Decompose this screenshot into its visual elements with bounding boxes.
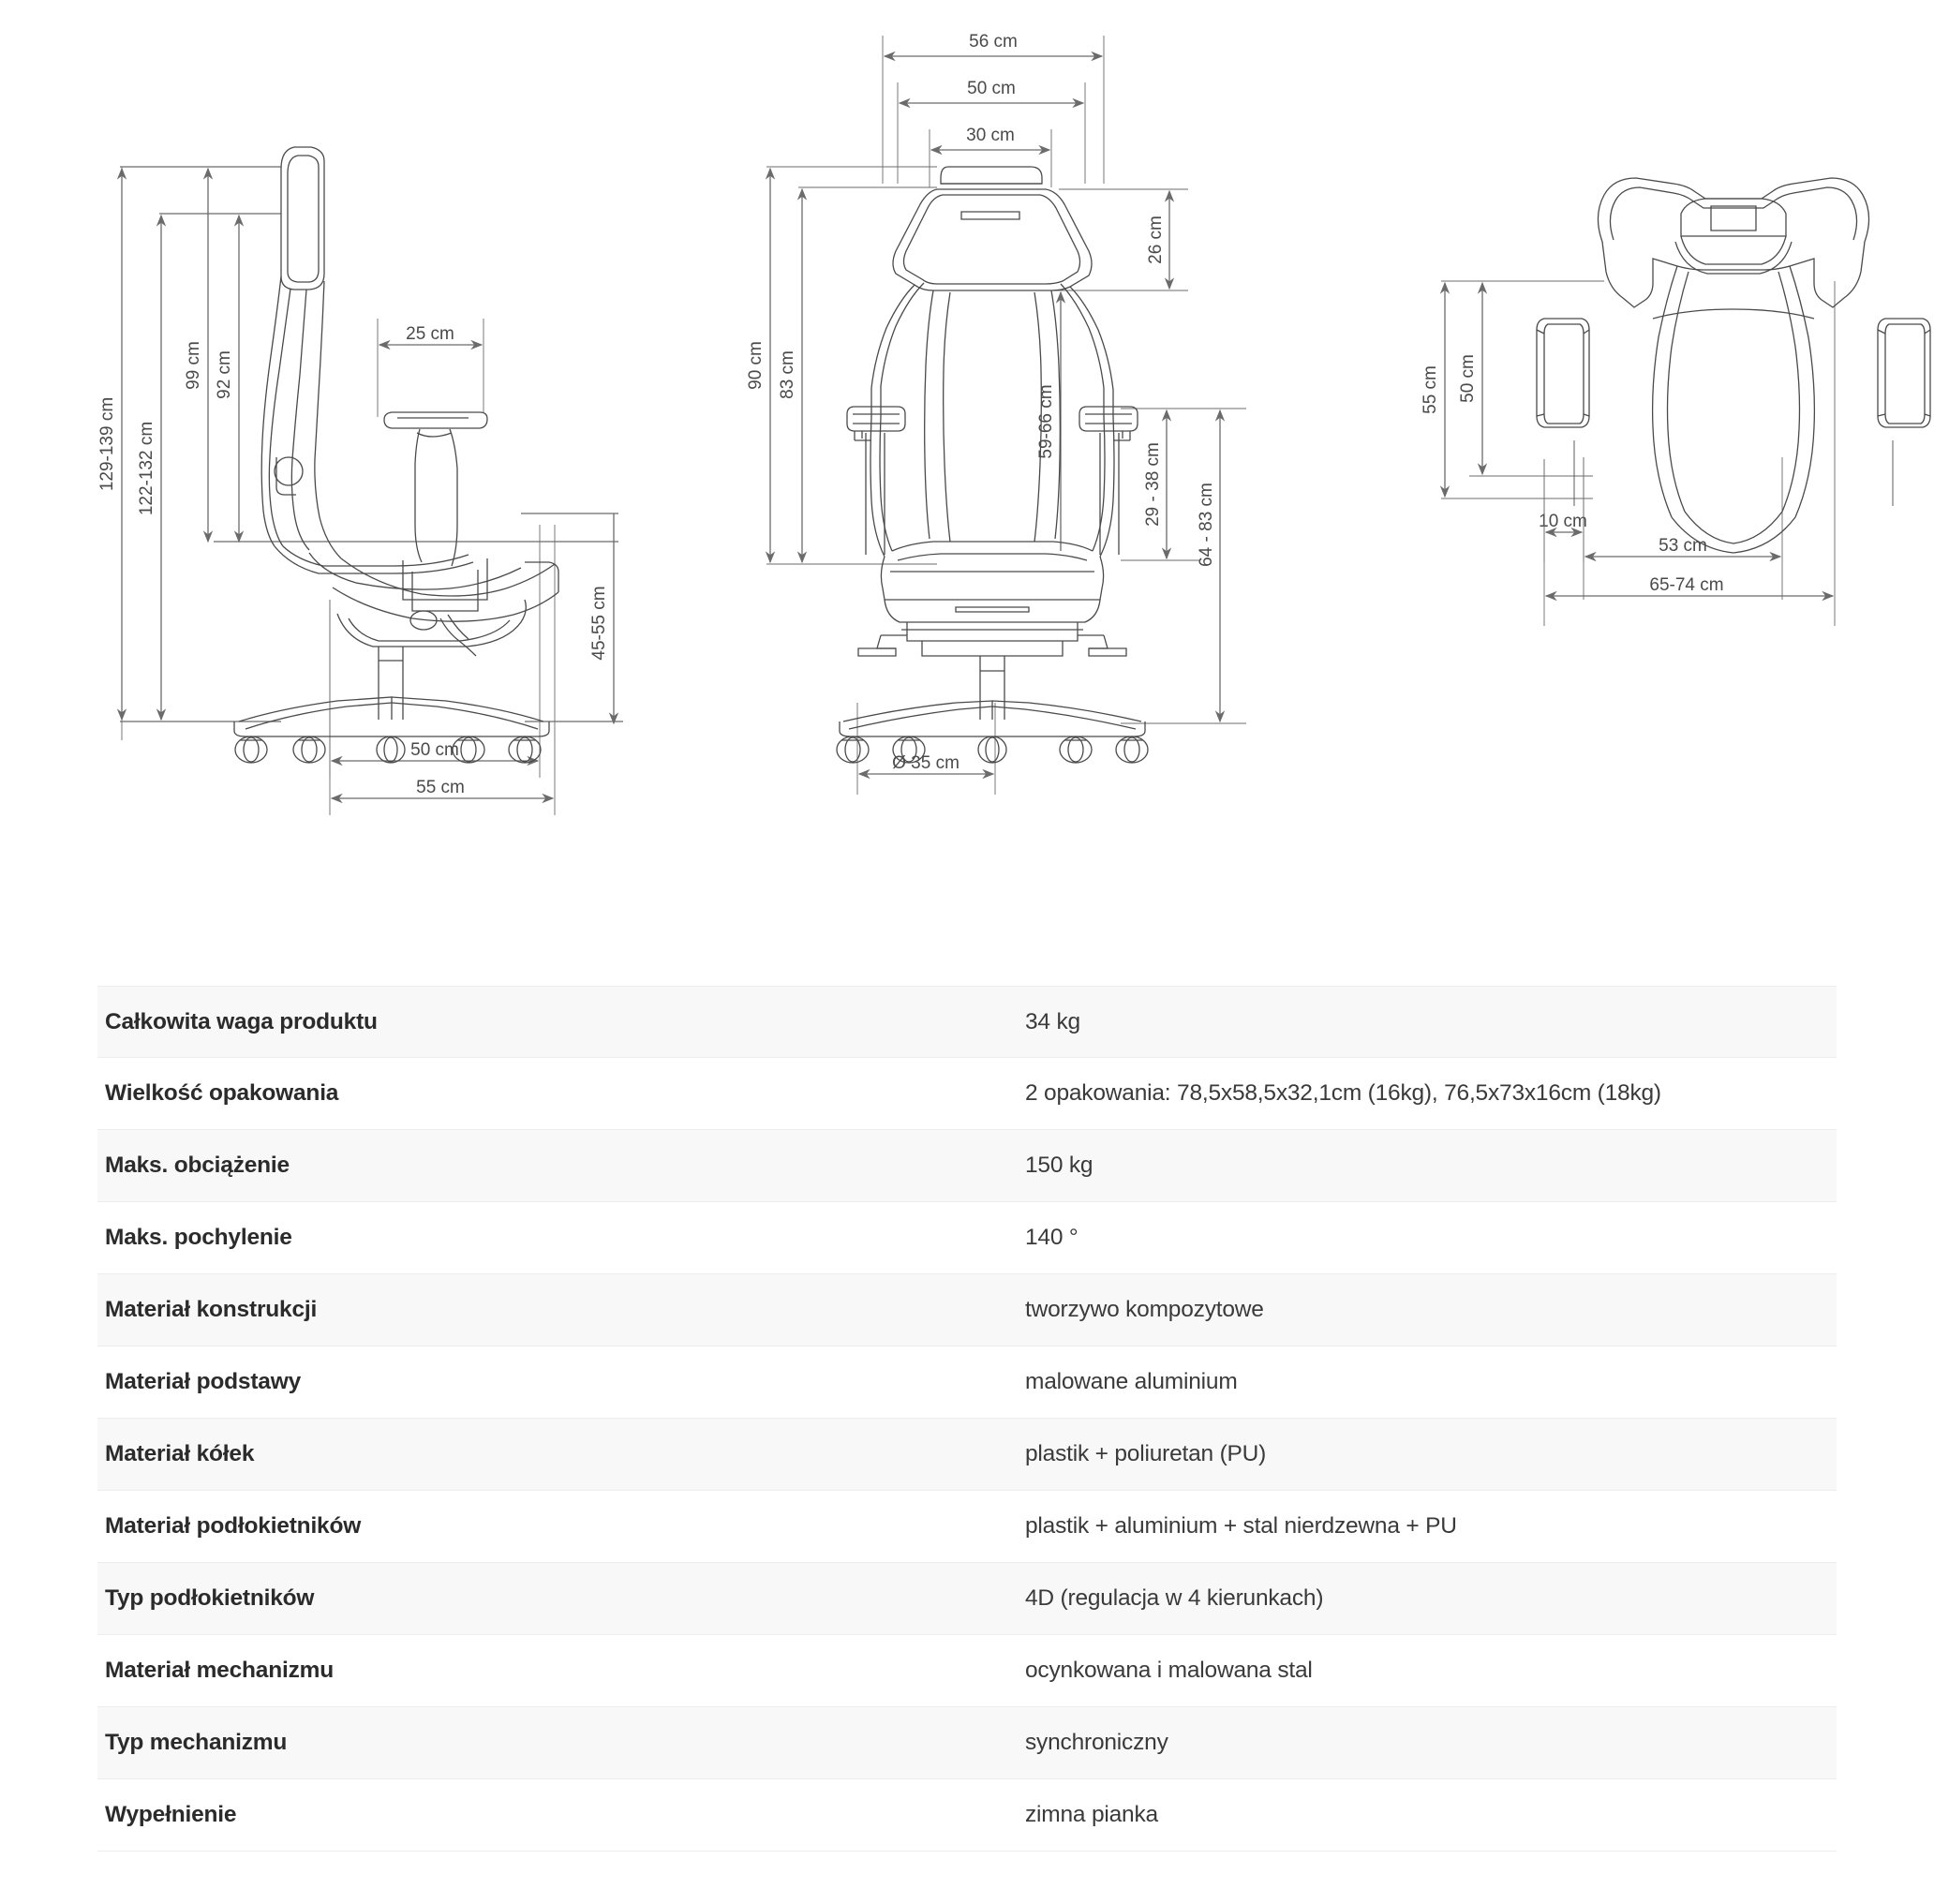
spec-label: Wypełnienie <box>105 1802 237 1827</box>
spec-value: 140 ° <box>1025 1225 1079 1250</box>
spec-row: Materiał mechanizmu ocynkowana i malowana… <box>97 1635 1837 1707</box>
spec-label: Maks. obciążenie <box>105 1153 290 1178</box>
spec-value: zimna pianka <box>1025 1802 1158 1827</box>
dim-label-65-74: 65-74 cm <box>1649 575 1723 595</box>
dim-front-64-83 <box>1121 409 1246 724</box>
dim-label-top-50: 50 cm <box>1458 354 1478 403</box>
chair-top-view <box>1536 177 1931 554</box>
dim-label-122-132: 122-132 cm <box>137 422 156 515</box>
dim-label-64-83: 64 - 83 cm <box>1197 483 1216 567</box>
spec-label: Typ podłokietników <box>105 1585 315 1611</box>
dim-front-26 <box>1049 188 1188 291</box>
armrest-left-top <box>1536 318 1590 428</box>
spec-label: Materiał podstawy <box>105 1369 301 1394</box>
spec-row: Materiał konstrukcji tworzywo kompozytowe <box>97 1274 1837 1346</box>
spec-label: Maks. pochylenie <box>105 1225 292 1250</box>
dim-label-side-50: 50 cm <box>410 740 459 760</box>
spec-value: 34 kg <box>1025 1008 1080 1034</box>
armrest-right-top <box>1877 318 1931 428</box>
spec-value: synchroniczny <box>1025 1730 1168 1755</box>
side-view-extension-lines <box>120 166 618 722</box>
spec-value: ocynkowana i malowana stal <box>1025 1658 1313 1683</box>
spec-row: Wielkość opakowania 2 opakowania: 78,5x58… <box>97 1058 1837 1130</box>
dim-side-45-55 <box>525 513 623 725</box>
dim-label-25: 25 cm <box>406 324 454 344</box>
spec-row: Maks. pochylenie 140 ° <box>97 1202 1837 1274</box>
spec-label: Materiał podłokietników <box>105 1513 362 1539</box>
armrest-left-front <box>846 406 906 555</box>
spec-value: malowane aluminium <box>1025 1369 1238 1394</box>
spec-row: Materiał kółek plastik + poliuretan (PU) <box>97 1419 1837 1491</box>
dim-side-55 <box>329 525 556 815</box>
spec-label: Typ mechanizmu <box>105 1730 288 1755</box>
dim-top-10 <box>1543 457 1584 562</box>
dim-label-92: 92 cm <box>215 350 234 399</box>
spec-label: Całkowita waga produktu <box>105 1008 378 1034</box>
specification-table: Całkowita waga produktu 34 kg Wielkość opa… <box>97 986 1837 1852</box>
spec-row: Całkowita waga produktu 34 kg <box>97 986 1837 1058</box>
dim-side-25 <box>377 319 484 417</box>
dim-top-65-74 <box>1543 281 1836 626</box>
technical-drawings: 129-139 cm 122-132 cm 99 cm 92 cm 25 cm <box>0 0 1934 881</box>
dim-label-53: 53 cm <box>1659 536 1707 556</box>
dim-label-top-55: 55 cm <box>1421 365 1440 414</box>
spec-row: Wypełnienie zimna pianka <box>97 1779 1837 1852</box>
armrest-right-front <box>1079 406 1138 555</box>
dim-front-diameter <box>856 703 996 795</box>
dim-label-29-38: 29 - 38 cm <box>1143 442 1163 527</box>
dim-label-front-50: 50 cm <box>967 79 1016 98</box>
dim-label-99: 99 cm <box>184 341 203 390</box>
spec-row: Typ podłokietników 4D (regulacja w 4 kier… <box>97 1563 1837 1635</box>
spec-row: Typ mechanizmu synchroniczny <box>97 1707 1837 1779</box>
spec-value: plastik + aluminium + stal nierdzewna + … <box>1025 1513 1457 1539</box>
dim-label-90: 90 cm <box>746 341 766 390</box>
spec-label: Materiał konstrukcji <box>105 1297 318 1322</box>
dim-front-29-38 <box>1121 408 1246 561</box>
spec-value: 150 kg <box>1025 1153 1093 1178</box>
dim-label-26: 26 cm <box>1146 216 1166 264</box>
chair-front-view <box>836 166 1149 764</box>
dim-label-45-55: 45-55 cm <box>589 586 609 660</box>
dim-top-53 <box>1583 457 1783 600</box>
dim-label-129-139: 129-139 cm <box>97 397 117 491</box>
chair-side-view <box>233 146 559 764</box>
dim-label-side-55: 55 cm <box>416 778 465 797</box>
spec-value: 4D (regulacja w 4 kierunkach) <box>1025 1585 1324 1611</box>
casters-front <box>836 736 1149 764</box>
spec-label: Wielkość opakowania <box>105 1080 339 1106</box>
dim-front-56 <box>882 36 1105 184</box>
spec-label: Materiał kółek <box>105 1441 255 1466</box>
spec-row: Maks. obciążenie 150 kg <box>97 1130 1837 1202</box>
dim-label-59-66: 59-66 cm <box>1036 384 1056 458</box>
spec-label: Materiał mechanizmu <box>105 1658 334 1683</box>
dim-label-diameter: Ø 35 cm <box>892 753 960 773</box>
dim-label-30: 30 cm <box>966 126 1015 145</box>
spec-row: Materiał podłokietników plastik + alumini… <box>97 1491 1837 1563</box>
dim-label-56: 56 cm <box>969 32 1018 52</box>
spec-value: tworzywo kompozytowe <box>1025 1297 1264 1322</box>
casters-side <box>234 736 542 764</box>
dim-label-83: 83 cm <box>778 350 797 399</box>
spec-row: Materiał podstawy malowane aluminium <box>97 1346 1837 1419</box>
spec-value: 2 opakowania: 78,5x58,5x32,1cm (16kg), 7… <box>1025 1080 1661 1106</box>
spec-value: plastik + poliuretan (PU) <box>1025 1441 1267 1466</box>
dim-front-30 <box>929 129 1052 187</box>
dim-label-10: 10 cm <box>1539 512 1587 531</box>
